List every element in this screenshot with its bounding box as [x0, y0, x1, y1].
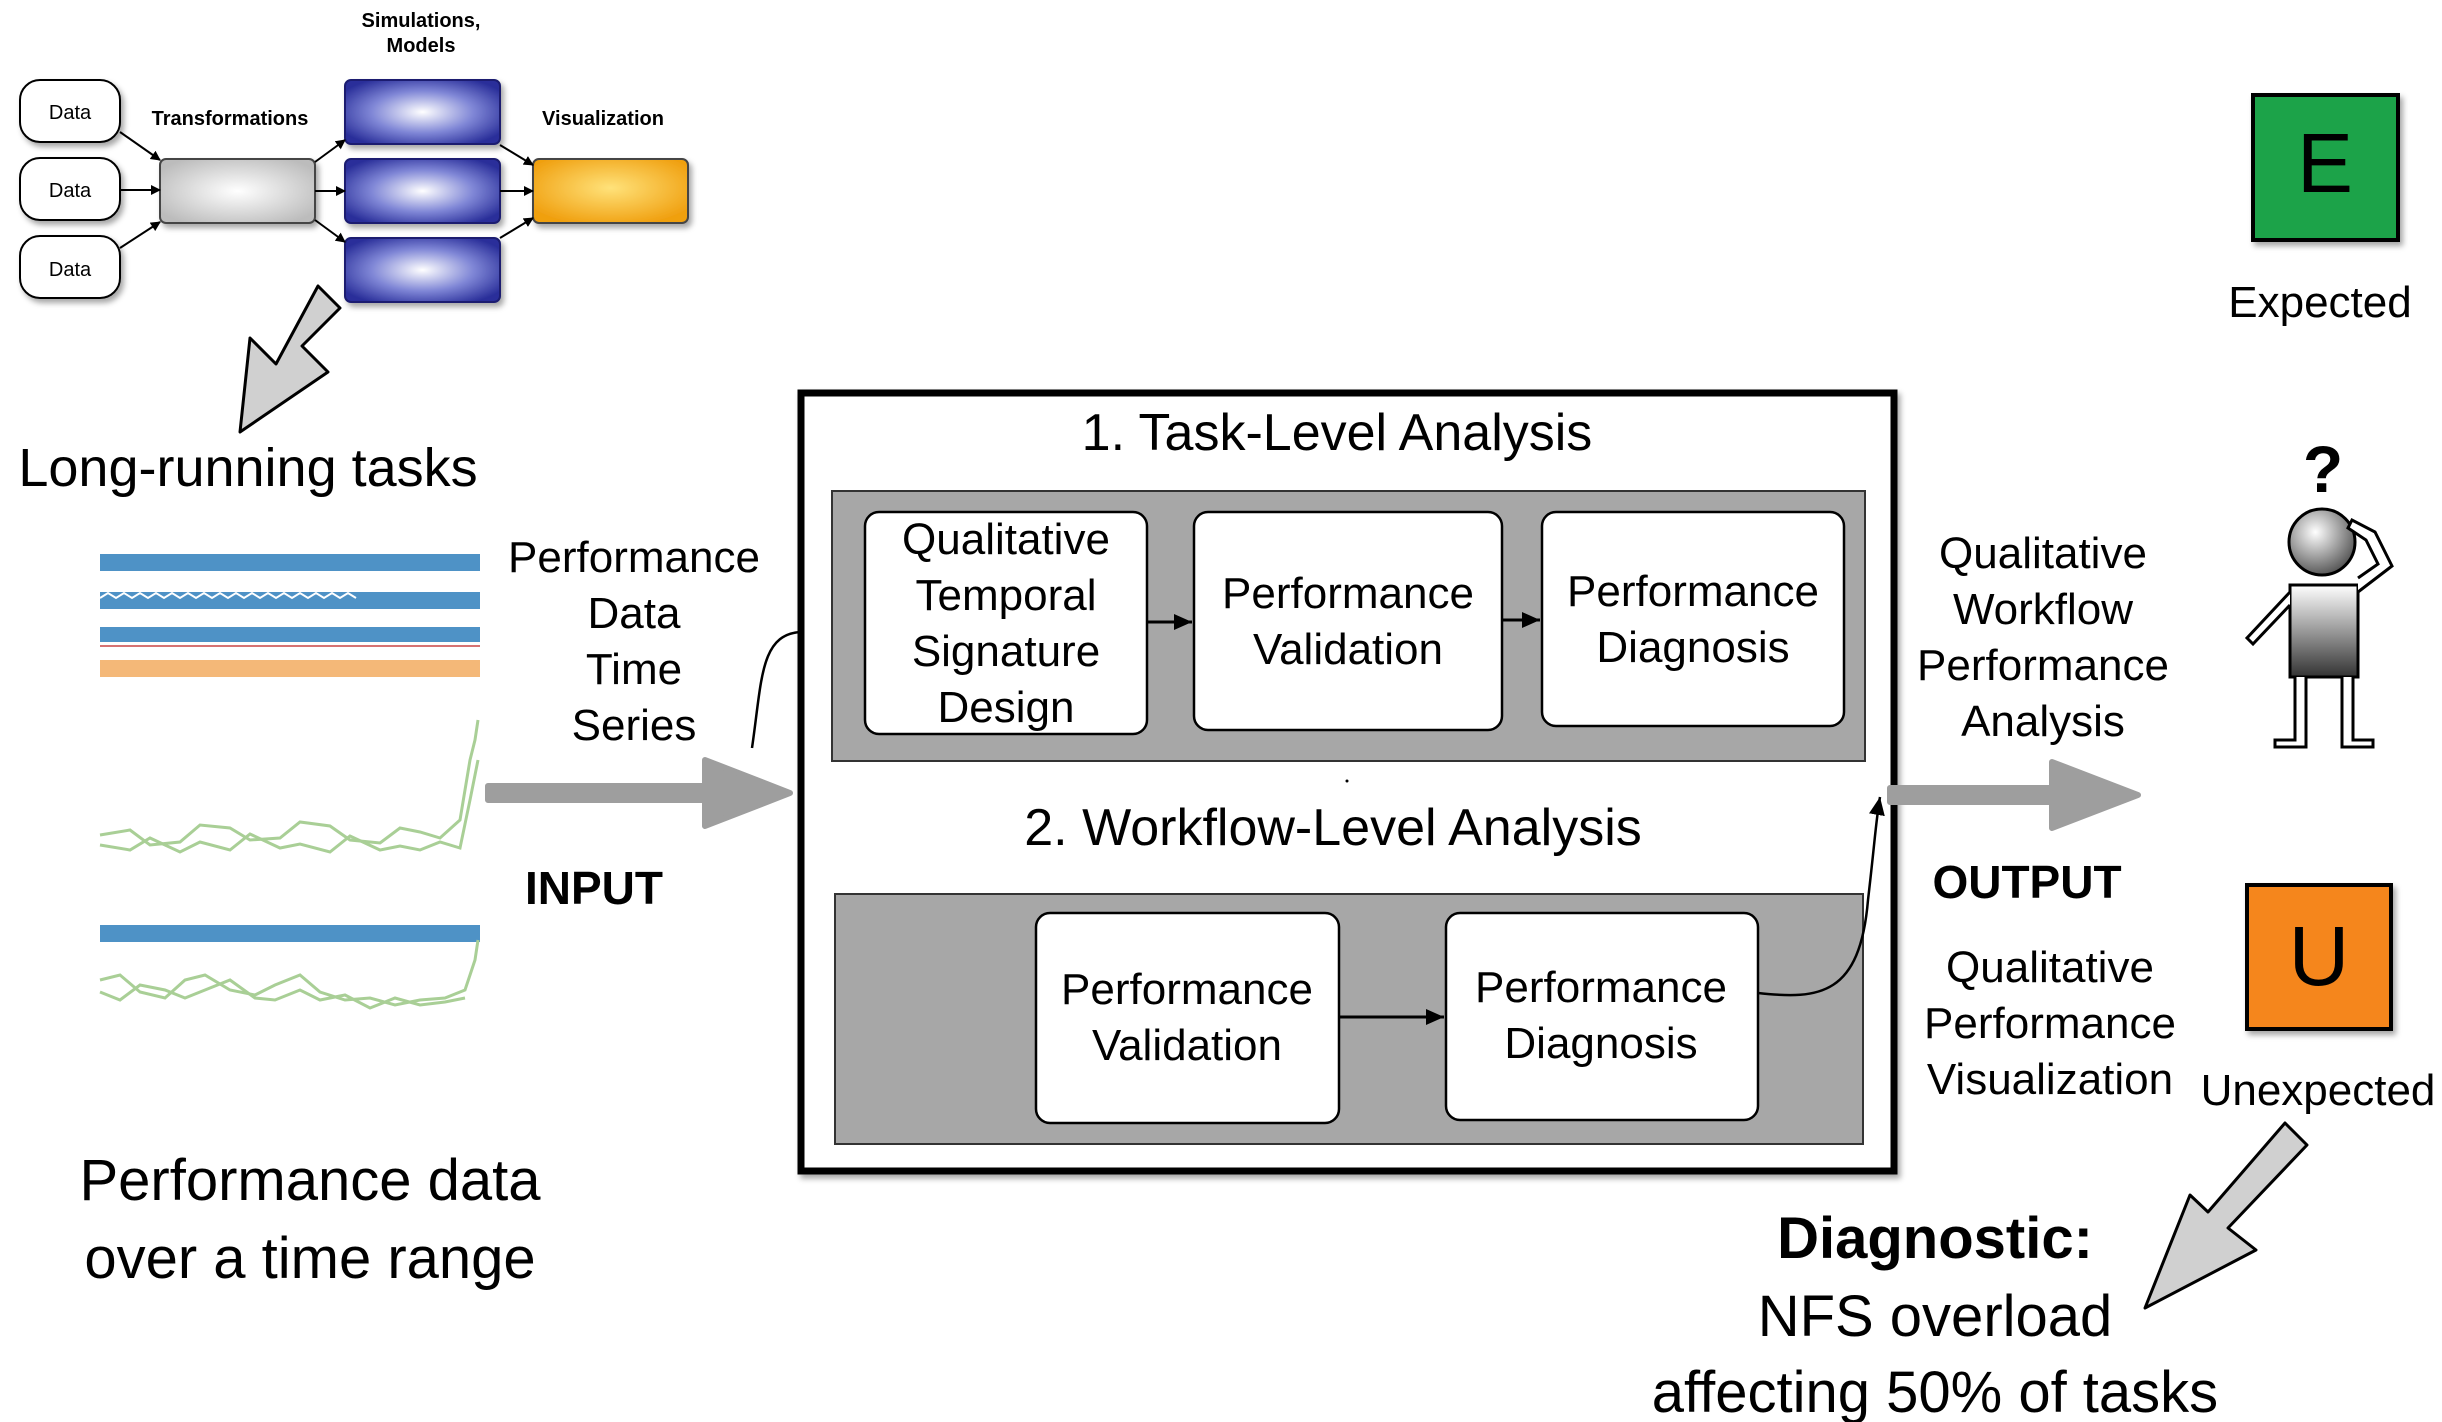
time-series-plot	[99, 554, 480, 1010]
person-icon: ?	[2244, 432, 2394, 749]
data-box-2: Data	[19, 157, 121, 221]
series-label-line: Performance	[508, 533, 760, 582]
expected-label: Expected	[2228, 278, 2411, 327]
diagnostic-line-1: NFS overload	[1758, 1284, 2113, 1349]
visualization-label: Visualization	[542, 108, 664, 130]
series-label-line: Time	[586, 645, 682, 694]
box-line: Design	[938, 683, 1075, 732]
box-line: Temporal	[916, 571, 1097, 620]
series-label-line: Series	[572, 701, 697, 750]
analysis-label-line: Qualitative	[1939, 529, 2147, 578]
expected-letter: E	[2297, 116, 2353, 210]
box-line: Performance	[1222, 569, 1474, 618]
visualization-label-line: Visualization	[1927, 1055, 2173, 1104]
analysis-label-line: Analysis	[1961, 697, 2125, 746]
transformations-label: Transformations	[152, 108, 309, 130]
box-line: Performance	[1061, 965, 1313, 1014]
data-box-label: Data	[49, 259, 92, 281]
diagnostic-section: Diagnostic: NFS overload affecting 50% o…	[1652, 1206, 2218, 1422]
expected-indicator: E Expected	[2228, 93, 2412, 327]
long-running-tasks-label: Long-running tasks	[18, 438, 477, 498]
box-line: Performance	[1567, 567, 1819, 616]
data-box-3: Data	[19, 235, 121, 299]
workflow-arrows	[119, 131, 534, 249]
input-section: Performance Data Time Series INPUT	[485, 533, 861, 914]
qualitative-temporal-signature-design-box: Qualitative Temporal Signature Design	[863, 510, 1149, 736]
diagnostic-arrow-icon	[2143, 1121, 2309, 1310]
unexpected-indicator: U Unexpected	[2201, 883, 2436, 1115]
long-running-arrow-icon	[238, 284, 342, 434]
box-line: Validation	[1253, 625, 1443, 674]
output-section: Qualitative Workflow Performance Analysi…	[1887, 529, 2176, 1104]
visualization-box	[532, 158, 689, 224]
input-arrow-icon	[485, 757, 793, 829]
task-performance-diagnosis-box: Performance Diagnosis	[1540, 510, 1846, 728]
box-line: Diagnosis	[1504, 1019, 1697, 1068]
analysis-label-line: Workflow	[1953, 585, 2133, 634]
data-box-label: Data	[49, 102, 92, 124]
data-box-1: Data	[19, 79, 121, 143]
box-line: Diagnosis	[1596, 623, 1789, 672]
visualization-label-line: Qualitative	[1946, 943, 2154, 992]
simulation-box-2	[344, 158, 501, 224]
transformation-box	[159, 158, 316, 224]
output-label: OUTPUT	[1932, 856, 2121, 908]
workflow-performance-validation-box: Performance Validation	[1034, 911, 1341, 1125]
workflow-level-title: 2. Workflow-Level Analysis	[1024, 799, 1642, 857]
box-line: Performance	[1475, 963, 1727, 1012]
unexpected-label: Unexpected	[2201, 1066, 2436, 1115]
series-label-line: Data	[588, 589, 681, 638]
analysis-label-line: Performance	[1917, 641, 2169, 690]
models-label: Models	[387, 35, 456, 57]
task-performance-validation-box: Performance Validation	[1192, 510, 1504, 732]
workflow-performance-diagnosis-box: Performance Diagnosis	[1444, 911, 1760, 1122]
box-line: Qualitative	[902, 515, 1110, 564]
visualization-label-line: Performance	[1924, 999, 2176, 1048]
simulation-box-1	[344, 79, 501, 145]
data-box-label: Data	[49, 180, 92, 202]
task-level-title: 1. Task-Level Analysis	[1082, 404, 1593, 462]
analysis-box: 1. Task-Level Analysis Qualitative Tempo…	[797, 389, 1898, 1175]
input-label: INPUT	[525, 862, 663, 914]
output-arrow-icon	[1887, 759, 2141, 831]
diagnostic-title: Diagnostic:	[1777, 1206, 2093, 1271]
workflow-panel: Data Data Data Transformations Simulatio…	[19, 10, 689, 434]
box-line: Validation	[1092, 1021, 1282, 1070]
unexpected-letter: U	[2289, 909, 2350, 1003]
performance-data-label-1: Performance data	[79, 1148, 541, 1213]
performance-data-label-2: over a time range	[84, 1226, 535, 1291]
simulation-box-3	[344, 237, 501, 303]
question-mark: ?	[2303, 432, 2343, 506]
box-line: Signature	[912, 627, 1100, 676]
simulations-label: Simulations,	[362, 10, 481, 32]
diagnostic-line-2: affecting 50% of tasks	[1652, 1360, 2218, 1422]
